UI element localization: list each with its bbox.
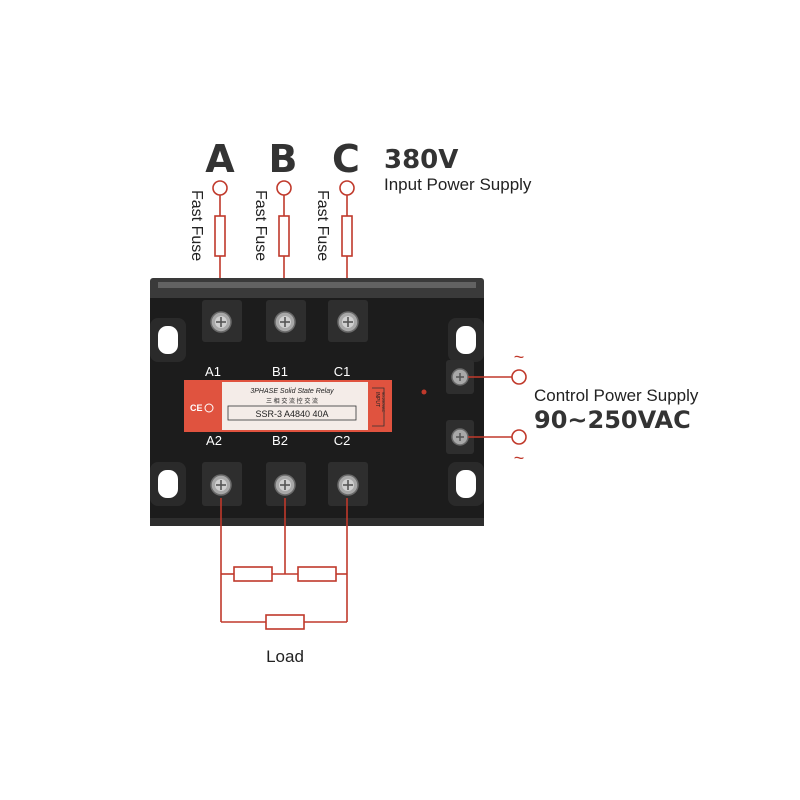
load-label: Load	[266, 647, 304, 666]
input-voltage: 380V	[384, 145, 458, 175]
plate-model: SSR-3 A4840 40A	[255, 409, 328, 419]
screw-icon-c1	[337, 311, 359, 333]
terminal-label-c1: C1	[334, 364, 351, 379]
indicator-led-icon	[421, 389, 427, 395]
phase-label-c: C	[332, 137, 360, 181]
fuse-label-b: Fast Fuse	[252, 190, 269, 261]
control-wiring	[468, 369, 527, 445]
screw-icon-c2	[337, 474, 359, 496]
input-power-label: Input Power Supply	[384, 175, 532, 194]
mount-hole-bottom-right	[456, 470, 476, 498]
relay-body: A1 B1 C1 A2 B2 C2 3PHASE Solid State Rel…	[150, 278, 484, 526]
cover-highlight	[158, 282, 476, 288]
mount-hole-top-right	[456, 326, 476, 354]
control-voltage: 90~250VAC	[534, 406, 691, 434]
terminal-circle-c	[339, 180, 355, 196]
screw-icon-control-bottom	[451, 428, 469, 446]
terminal-circle-a	[212, 180, 228, 196]
fuse-label-c: Fast Fuse	[314, 190, 331, 261]
plate-title: 3PHASE Solid State Relay	[250, 388, 334, 395]
control-terminal-circle-top	[511, 369, 527, 385]
mount-hole-bottom-left	[158, 470, 178, 498]
terminal-label-a2: A2	[206, 433, 222, 448]
terminal-label-b1: B1	[272, 364, 288, 379]
ce-mark: CE	[190, 403, 203, 413]
load-resistor-1-icon	[233, 566, 273, 582]
load-wiring	[220, 498, 348, 630]
screw-icon-a1	[210, 311, 232, 333]
ccc-mark-icon	[204, 403, 214, 413]
control-power-label: Control Power Supply	[534, 386, 699, 405]
terminal-label-a1: A1	[205, 364, 221, 379]
plate-input-range: 90-250VAC	[381, 392, 386, 412]
load-resistor-2-icon	[297, 566, 337, 582]
phase-label-a: A	[205, 137, 235, 181]
input-bracket	[372, 387, 385, 427]
screw-icon-b2	[274, 474, 296, 496]
terminal-label-c2: C2	[334, 433, 351, 448]
control-terminal-circle-bottom	[511, 429, 527, 445]
relay-bottom-edge	[150, 518, 484, 526]
plate-input-tag: INPUT	[374, 392, 380, 407]
screw-icon-a2	[210, 474, 232, 496]
terminal-circle-b	[276, 180, 292, 196]
screw-icon-b1	[274, 311, 296, 333]
screws	[210, 311, 474, 496]
load-resistor-3-icon	[265, 614, 305, 630]
ac-symbol-top: ~	[514, 347, 525, 367]
fuse-label-a: Fast Fuse	[188, 190, 205, 261]
fuse-a-icon	[214, 215, 226, 257]
terminal-label-b2: B2	[272, 433, 288, 448]
fuse-b-icon	[278, 215, 290, 257]
plate-chinese-text: 三 相 交 流 控 交 流	[266, 397, 318, 405]
fuse-c-icon	[341, 215, 353, 257]
plate-model-box	[227, 405, 357, 421]
screw-icon-control-top	[451, 368, 469, 386]
mount-hole-top-left	[158, 326, 178, 354]
phase-label-b: B	[269, 137, 298, 181]
ac-symbol-bottom: ~	[514, 448, 525, 468]
